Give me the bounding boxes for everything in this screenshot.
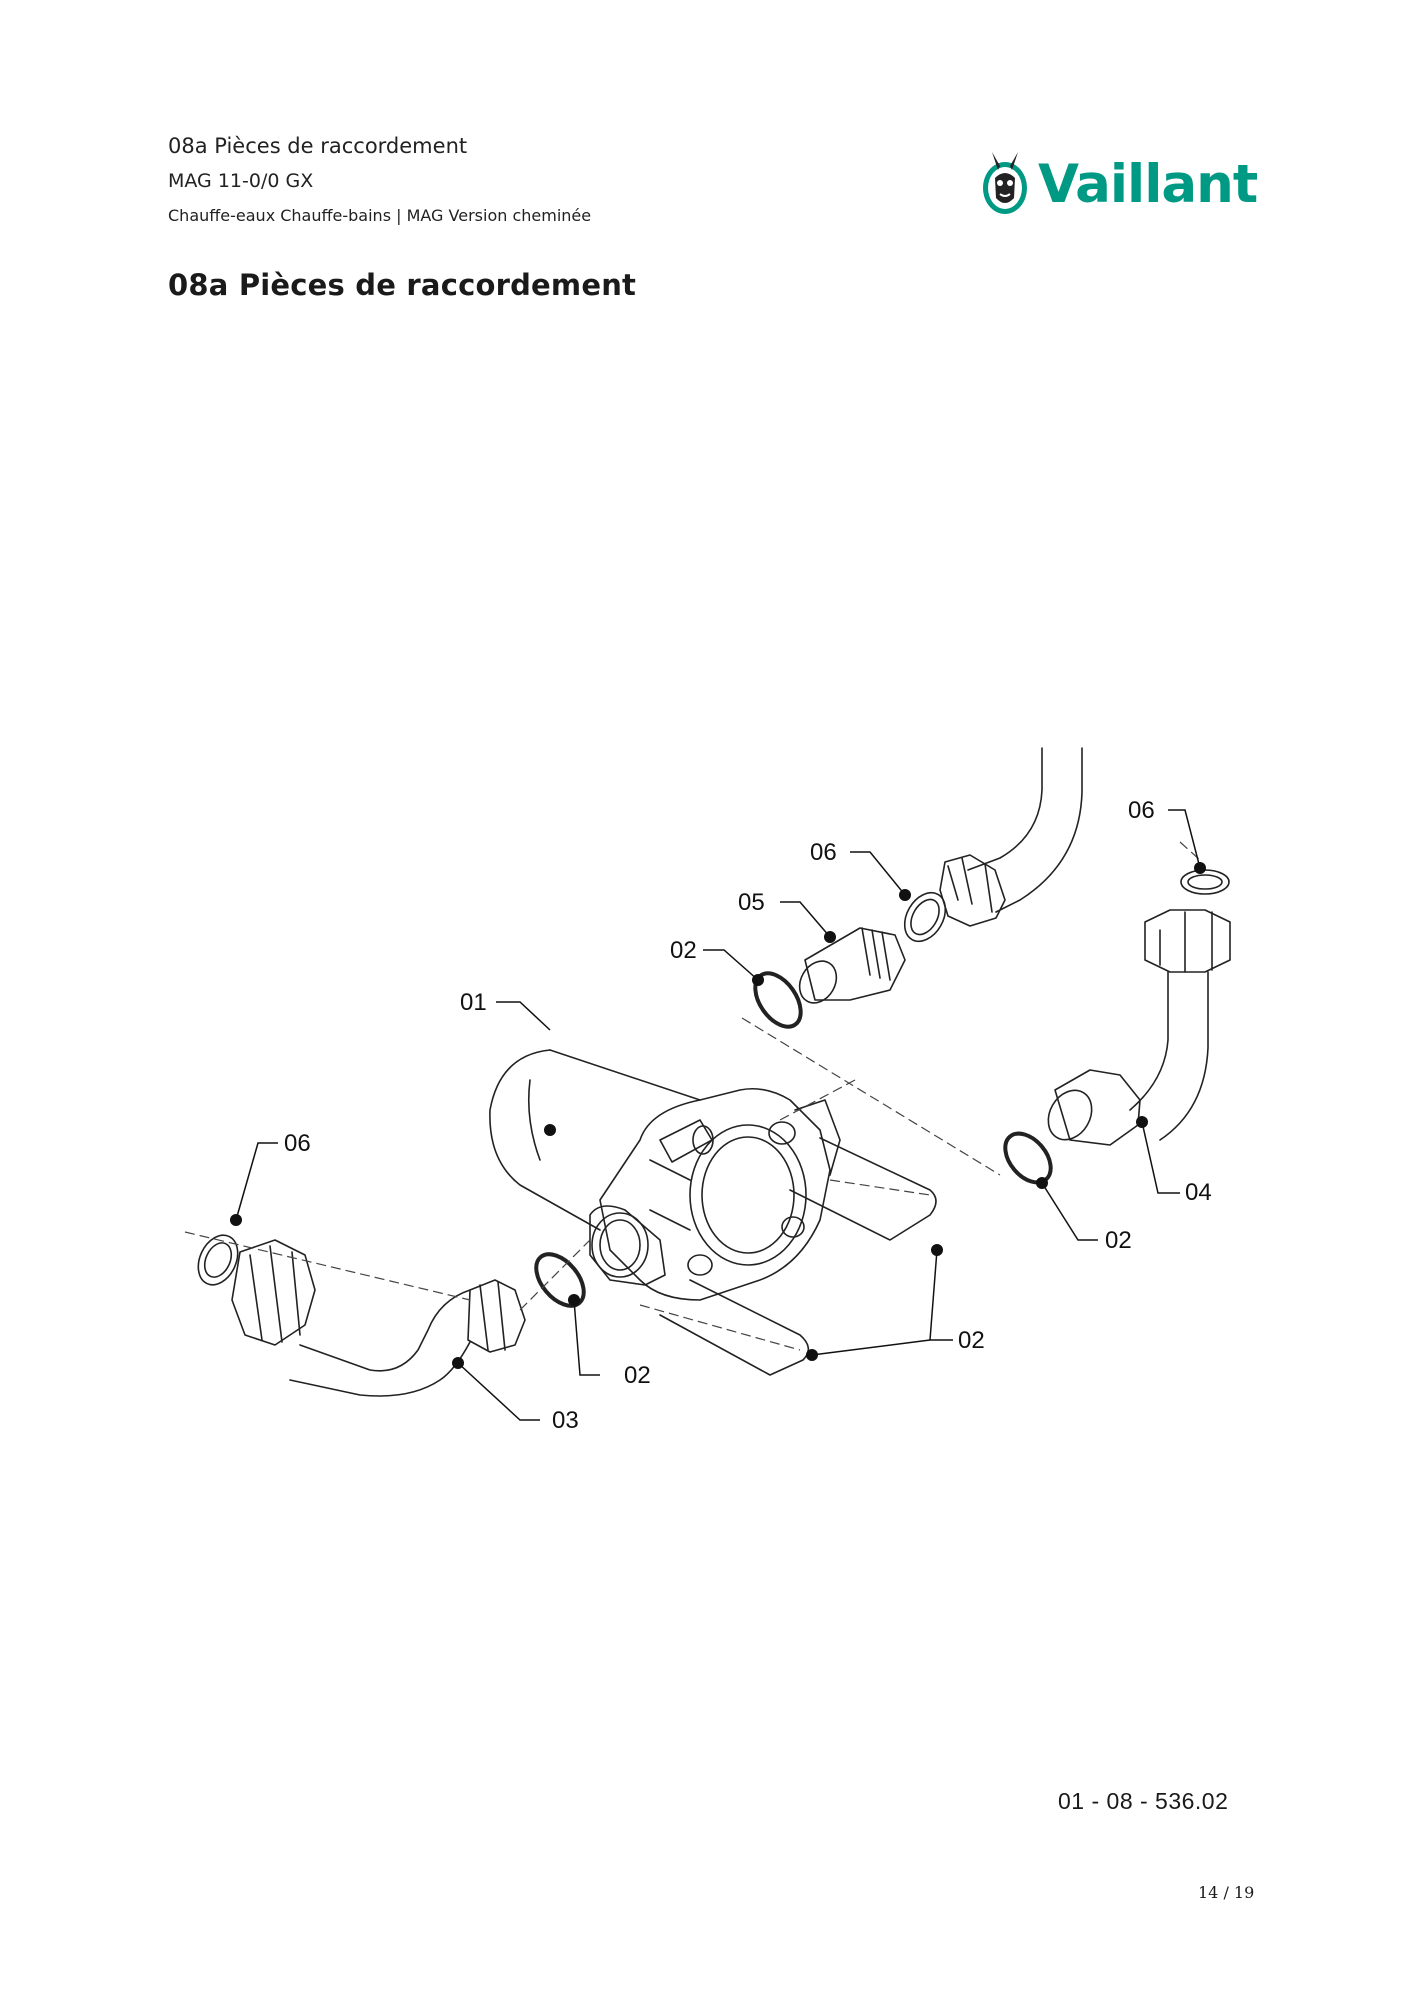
clip-02-lower [659,1279,810,1376]
rabbit-logo-icon [983,152,1027,214]
washer-06-left [197,1234,239,1286]
callout-06-top: 06 [810,839,837,866]
callout-06-right: 06 [1128,797,1155,824]
callout-05: 05 [738,889,765,916]
callout-02-clips: 02 [958,1327,985,1354]
page-number: 14 / 19 [1198,1883,1255,1902]
header-section-title: 08a Pièces de raccordement [168,134,468,158]
oring-02-right [1003,1131,1053,1185]
callout-02-middle: 02 [624,1362,651,1389]
nipple-05 [798,927,906,1004]
brand-wordmark: Vaillant [1038,153,1258,215]
callout-02-right: 02 [1105,1227,1132,1254]
callout-03: 03 [552,1407,579,1434]
drawing-reference-number: 01 - 08 - 536.02 [1058,1788,1229,1814]
header-category: Chauffe-eaux Chauffe-bains | MAG Version… [168,206,592,225]
upper-pipe [939,747,1083,927]
callout-01: 01 [460,989,487,1016]
washer-06-right [1180,869,1230,895]
elbow-pipe-04 [1047,909,1231,1146]
callout-02-top: 02 [670,937,697,964]
pipe-03 [231,1239,526,1397]
oring-02-middle [534,1252,586,1308]
valve-body-01 [489,1049,841,1301]
page-title: 08a Pièces de raccordement [168,268,637,302]
washer-06-top [903,891,947,943]
header-model: MAG 11-0/0 GX [168,170,314,192]
callout-04: 04 [1185,1179,1212,1206]
callout-06-left: 06 [284,1130,311,1157]
clip-02-upper [789,1137,937,1241]
brand-logo: Vaillant [978,144,1258,224]
